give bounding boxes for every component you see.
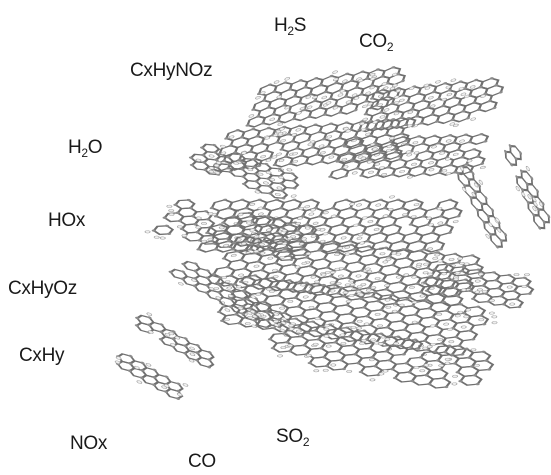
pah-sheet-right-2 bbox=[504, 144, 551, 230]
pah-sheet-upper-right bbox=[328, 132, 490, 180]
pah-sheet-left-2 bbox=[144, 198, 320, 261]
label-so2: SO2 bbox=[276, 426, 310, 449]
pah-sheet-trail-2 bbox=[134, 312, 215, 369]
pah-sheet-trail-1 bbox=[168, 260, 287, 333]
label-nox: NOx bbox=[70, 433, 108, 454]
pah-sheet-core-4 bbox=[267, 317, 495, 389]
label-h2o: H2O bbox=[68, 137, 103, 160]
pah-sheet-trail-3 bbox=[114, 353, 189, 400]
label-cxhy: CxHy bbox=[19, 345, 65, 366]
pah-sheet-core-3 bbox=[216, 274, 498, 361]
label-co2: CO2 bbox=[359, 31, 394, 54]
pah-sheet-right-mid bbox=[422, 259, 535, 309]
label-hox: HOx bbox=[48, 210, 86, 231]
label-h2s: H2S bbox=[274, 15, 307, 38]
pah-sheet-right-1 bbox=[456, 165, 508, 249]
label-cxhyoz: CxHyOz bbox=[8, 278, 77, 299]
pah-sheet-left-1 bbox=[188, 143, 300, 200]
pah-sheet-top-left bbox=[245, 66, 407, 128]
label-cxhynoz: CxHyNOz bbox=[130, 60, 213, 81]
label-co: CO bbox=[188, 451, 216, 472]
pah-cluster bbox=[114, 66, 551, 400]
